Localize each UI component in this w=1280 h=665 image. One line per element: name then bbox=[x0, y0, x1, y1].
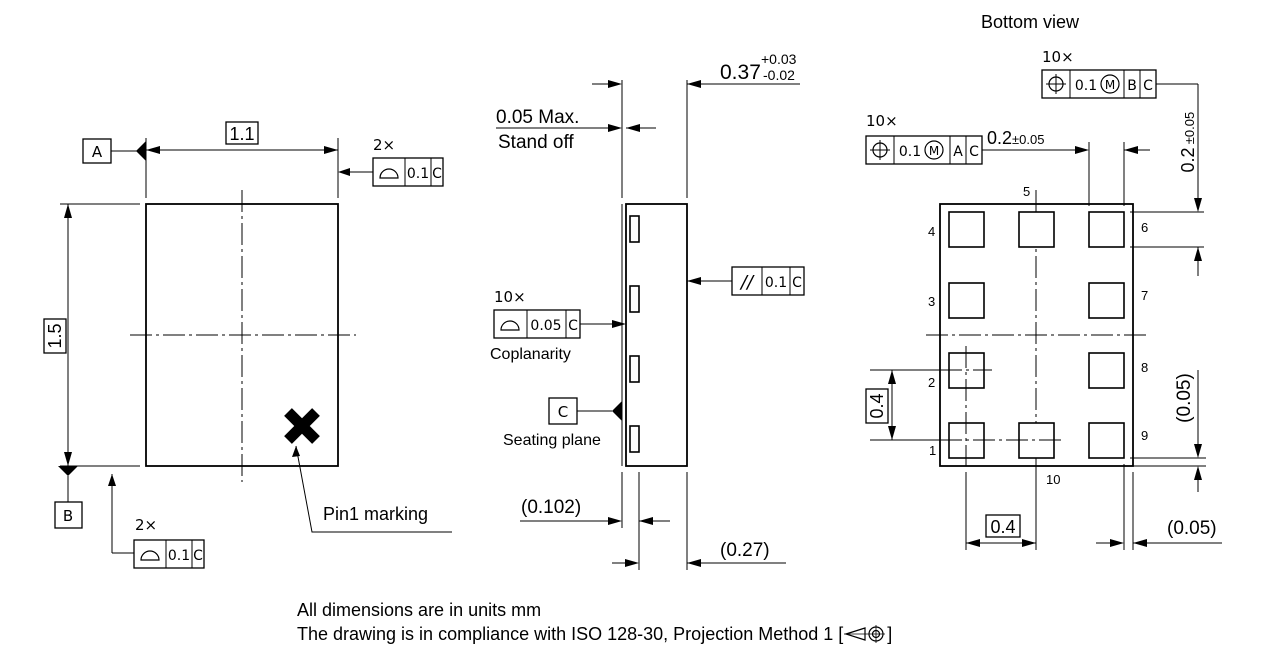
position-frame-top: 0.1 M B C bbox=[1041, 69, 1157, 99]
pin-2: 2 bbox=[928, 375, 935, 390]
pin-8: 8 bbox=[1141, 360, 1148, 375]
pin-7: 7 bbox=[1141, 288, 1148, 303]
datum-c-triangle bbox=[612, 401, 622, 421]
position-frame-left: 0.1 M A C bbox=[865, 135, 983, 165]
parallelism-icon: // bbox=[739, 272, 755, 293]
mmc-modifier: M bbox=[1105, 78, 1115, 92]
thickness-minus-tolerance: -0.02 bbox=[763, 67, 795, 83]
offset-vertical: (0.05) bbox=[1174, 373, 1195, 423]
pad-6 bbox=[1088, 211, 1125, 248]
standoff-label: Stand off bbox=[498, 132, 574, 153]
svg-text:0.1: 0.1 bbox=[168, 548, 190, 564]
svg-text:C: C bbox=[969, 144, 979, 160]
svg-text:0.05: 0.05 bbox=[530, 318, 561, 334]
parallelism-frame: // 0.1 C bbox=[731, 266, 805, 296]
pad-8 bbox=[1088, 352, 1125, 389]
svg-text:B: B bbox=[1127, 78, 1137, 94]
svg-text:0.1: 0.1 bbox=[407, 166, 429, 182]
datum-a: A bbox=[92, 143, 103, 161]
coplanarity-multiplier: 10× bbox=[494, 288, 526, 306]
pad-7 bbox=[1088, 282, 1125, 319]
pin1-leader bbox=[295, 445, 452, 533]
svg-text:C: C bbox=[432, 166, 442, 182]
position-left-multiplier: 10× bbox=[866, 112, 898, 130]
pin-3: 3 bbox=[928, 294, 935, 309]
pin-9: 9 bbox=[1141, 428, 1148, 443]
pad-9 bbox=[1088, 422, 1125, 459]
svg-text:0.1: 0.1 bbox=[1075, 78, 1097, 94]
pin-5: 5 bbox=[1023, 184, 1030, 199]
seating-plane-label: Seating plane bbox=[503, 432, 601, 449]
flatness-frame-bottom: 0.1 C bbox=[133, 539, 205, 569]
pitch-vertical: 0.4 bbox=[867, 393, 887, 418]
flatness-bottom-multiplier: 2× bbox=[135, 516, 157, 534]
profile-surface-icon bbox=[379, 168, 399, 179]
bottom-view-title: Bottom view bbox=[981, 12, 1080, 32]
pad-5 bbox=[1018, 211, 1055, 248]
datum-a-box bbox=[82, 138, 112, 164]
pin1-x-marking bbox=[284, 408, 320, 444]
package-outline-side bbox=[625, 203, 688, 467]
datum-b: B bbox=[63, 507, 73, 525]
dim-0102: (0.102) bbox=[521, 497, 581, 518]
bottom-view: Bottom view 1 2 3 4 5 6 7 8 9 10 bbox=[865, 12, 1222, 550]
note-standard: The drawing is in compliance with ISO 12… bbox=[297, 624, 893, 644]
dim-027: (0.27) bbox=[720, 540, 770, 561]
pin-4: 4 bbox=[928, 224, 935, 239]
flatness-top-multiplier: 2× bbox=[373, 136, 395, 154]
datum-c: C bbox=[558, 403, 568, 421]
thickness-dimension: 0.37 bbox=[720, 61, 761, 84]
datum-b-box bbox=[54, 501, 83, 529]
thickness-plus-tolerance: +0.03 bbox=[761, 51, 797, 67]
pin1-label: Pin1 marking bbox=[323, 504, 428, 524]
svg-text:C: C bbox=[1143, 78, 1153, 94]
profile-surface-icon bbox=[140, 550, 160, 561]
pin-6: 6 bbox=[1141, 220, 1148, 235]
datum-b-triangle bbox=[58, 466, 78, 476]
coplanarity-frame: 0.05 C bbox=[493, 309, 581, 339]
pad-width-dimension: 0.2 bbox=[987, 128, 1012, 148]
side-terminals bbox=[629, 215, 640, 453]
offset-horizontal: (0.05) bbox=[1167, 518, 1217, 539]
svg-text:C: C bbox=[193, 548, 203, 564]
svg-text:A: A bbox=[953, 144, 963, 160]
side-view: 0.37 +0.03 -0.02 0.05 Max. Stand off // … bbox=[490, 51, 805, 570]
pin-10: 10 bbox=[1046, 472, 1060, 487]
standoff-max: 0.05 Max. bbox=[496, 107, 579, 128]
pad-4 bbox=[948, 211, 985, 248]
mmc-modifier: M bbox=[929, 144, 939, 158]
coplanarity-label: Coplanarity bbox=[490, 346, 571, 363]
profile-surface-icon bbox=[500, 320, 520, 331]
note-units: All dimensions are in units mm bbox=[297, 600, 542, 620]
svg-text:C: C bbox=[792, 275, 802, 291]
svg-text:0.1: 0.1 bbox=[899, 144, 921, 160]
datum-a-triangle bbox=[136, 141, 146, 161]
notes: All dimensions are in units mm The drawi… bbox=[297, 598, 892, 646]
pin-1: 1 bbox=[929, 443, 936, 458]
pad-height-tolerance: ±0.05 bbox=[1182, 112, 1197, 144]
svg-text:0.1: 0.1 bbox=[765, 275, 787, 291]
width-dimension: 1.1 bbox=[229, 124, 254, 144]
height-dimension: 1.5 bbox=[45, 323, 65, 348]
flatness-frame-top: 0.1 C bbox=[372, 157, 444, 187]
position-top-multiplier: 10× bbox=[1042, 48, 1074, 66]
pad-width-tolerance: ±0.05 bbox=[1012, 132, 1044, 147]
pad-3 bbox=[948, 282, 985, 319]
pitch-horizontal: 0.4 bbox=[990, 517, 1015, 537]
projection-method-icon bbox=[844, 625, 886, 643]
svg-text:C: C bbox=[568, 318, 578, 334]
pad-height-dimension: 0.2 bbox=[1178, 147, 1198, 172]
top-view: Pin1 marking 1.1 A 1.5 B 2× 0.1 C bbox=[43, 121, 452, 569]
